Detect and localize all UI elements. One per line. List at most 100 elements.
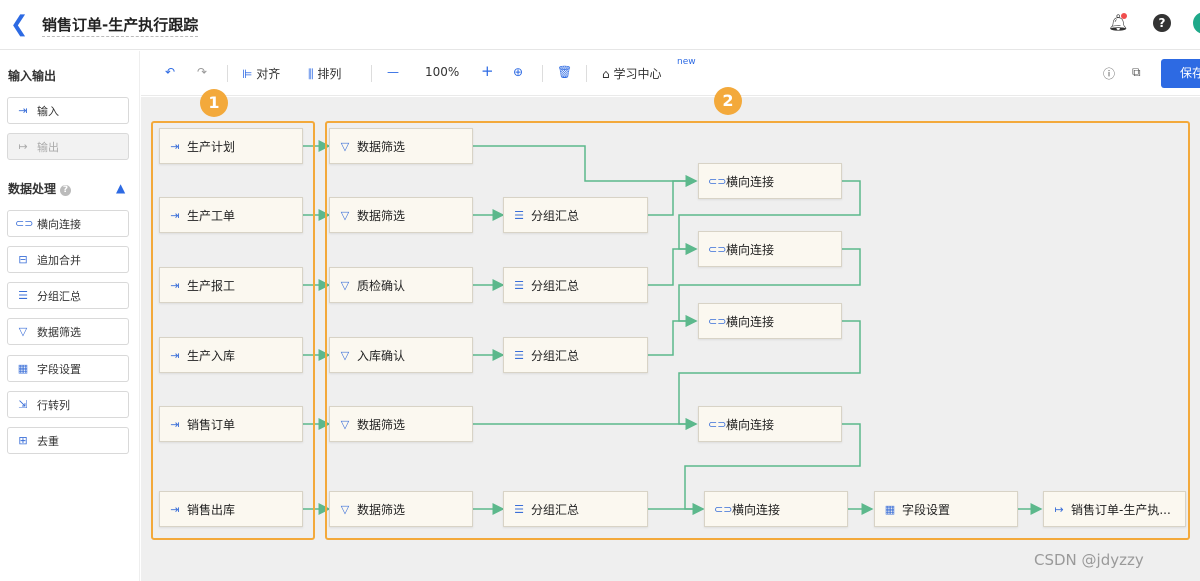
node-label: 数据筛选 (357, 208, 406, 223)
list-icon: ☰ (18, 289, 28, 302)
node-label: 分组汇总 (531, 278, 580, 293)
help-icon[interactable]: ? (1153, 14, 1171, 32)
toolbar-divider (586, 65, 587, 82)
undo-icon[interactable]: ↶ (165, 65, 176, 79)
sidebar-item-fields[interactable]: ▦ 字段设置 (7, 355, 129, 382)
node-input-sales-outbound[interactable]: ⇥销售出库 (159, 491, 303, 527)
input-icon: ⇥ (170, 208, 180, 222)
link-icon: ⊂⊃ (708, 314, 727, 328)
sidebar-item-label: 数据筛选 (37, 325, 81, 339)
node-join-3[interactable]: ⊂⊃横向连接 (698, 303, 842, 339)
node-filter-1[interactable]: ▽数据筛选 (329, 128, 473, 164)
node-group-summary-1[interactable]: ☰分组汇总 (503, 197, 648, 233)
node-field-settings[interactable]: ▦字段设置 (874, 491, 1018, 527)
node-label: 销售订单-生产执... (1071, 502, 1171, 517)
node-join-4[interactable]: ⊂⊃横向连接 (698, 406, 842, 442)
delete-icon[interactable]: 🗑︎ (557, 65, 573, 79)
filter-icon: ▽ (18, 325, 28, 338)
arrange-button[interactable]: ⫼ 排列 (308, 65, 341, 82)
processing-title-text: 数据处理 (8, 182, 57, 196)
toolbar-divider (542, 65, 543, 82)
node-label: 数据筛选 (357, 502, 406, 517)
notification-dot (1121, 13, 1127, 19)
sidebar-item-label: 输出 (37, 140, 59, 154)
node-join-5[interactable]: ⊂⊃横向连接 (704, 491, 848, 527)
filter-icon: ▽ (340, 417, 350, 431)
input-icon: ⇥ (170, 417, 180, 431)
sidebar-item-append[interactable]: ⊟ 追加合并 (7, 246, 129, 273)
flow-canvas[interactable]: 1 2 ⇥生产计划 ⇥生产工单 ⇥生产报工 ⇥生产入库 ⇥销售订单 ⇥销售出库 … (141, 87, 1200, 581)
filter-icon: ▽ (340, 278, 350, 292)
node-input-sales-order[interactable]: ⇥销售订单 (159, 406, 303, 442)
sidebar-item-label: 输入 (37, 104, 59, 118)
link-line (473, 145, 698, 187)
arrange-icon: ⫼ (308, 67, 314, 81)
node-filter-6[interactable]: ▽数据筛选 (329, 491, 473, 527)
align-button[interactable]: ⊫ 对齐 (242, 65, 280, 82)
node-join-2[interactable]: ⊂⊃横向连接 (698, 231, 842, 267)
input-icon: ⇥ (170, 278, 180, 292)
sidebar-item-label: 去重 (37, 434, 59, 448)
node-label: 分组汇总 (531, 502, 580, 517)
node-label: 横向连接 (726, 242, 775, 257)
filter-icon: ▽ (340, 348, 350, 362)
help-icon[interactable]: ? (60, 185, 72, 196)
list-icon: ☰ (514, 278, 524, 292)
node-filter-2[interactable]: ▽数据筛选 (329, 197, 473, 233)
avatar[interactable] (1193, 12, 1200, 34)
node-output[interactable]: ↦销售订单-生产执... (1043, 491, 1186, 527)
list-icon: ☰ (514, 502, 524, 516)
sidebar: 输入输出 ⇥ 输入 ↦ 输出 数据处理? ▲ ⊂⊃ 横向连接 ⊟ 追加合并 ☰ … (0, 51, 140, 581)
sidebar-item-filter[interactable]: ▽ 数据筛选 (7, 318, 129, 345)
toolbar-divider (227, 65, 228, 82)
node-label: 数据筛选 (357, 139, 406, 154)
input-icon: ⇥ (170, 502, 180, 516)
node-filter-5[interactable]: ▽ 数据筛选 (329, 406, 473, 442)
sidebar-item-dedupe[interactable]: ⊞ 去重 (7, 427, 129, 454)
node-label: 分组汇总 (531, 348, 580, 363)
redo-icon[interactable]: ↷ (197, 65, 208, 79)
dedupe-icon: ⊞ (18, 434, 28, 447)
zoom-out-icon[interactable]: — (387, 65, 399, 79)
sidebar-item-join[interactable]: ⊂⊃ 横向连接 (7, 210, 129, 237)
info-icon[interactable]: ⓘ (1103, 67, 1116, 81)
node-group-summary-2[interactable]: ☰ 分组汇总 (503, 267, 648, 303)
back-icon[interactable]: ❮ (10, 12, 29, 37)
node-input-stock-in[interactable]: ⇥生产入库 (159, 337, 303, 373)
learning-center-button[interactable]: ⌂ 学习中心 (602, 65, 661, 82)
node-label: 质检确认 (357, 278, 406, 293)
node-label: 横向连接 (726, 314, 775, 329)
toolbar-divider (371, 65, 372, 82)
link-icon: ⊂⊃ (708, 174, 727, 188)
link-line (648, 243, 698, 286)
fit-center-icon[interactable]: ⊕ (513, 65, 524, 79)
sidebar-item-pivot[interactable]: ⇲ 行转列 (7, 391, 129, 418)
sidebar-item-output: ↦ 输出 (7, 133, 129, 160)
processing-section-title: 数据处理? (8, 180, 72, 197)
sidebar-item-group[interactable]: ☰ 分组汇总 (7, 282, 129, 309)
node-filter-qc[interactable]: ▽ 质检确认 (329, 267, 473, 303)
list-icon: ☰ (514, 348, 524, 362)
node-input-production-report[interactable]: ⇥ 生产报工 (159, 267, 303, 303)
node-label: 横向连接 (732, 502, 781, 517)
preview-icon[interactable]: ⧉ (1132, 65, 1141, 79)
graduation-cap-icon: ⌂ (602, 67, 610, 81)
zoom-in-icon[interactable]: + (481, 62, 494, 80)
link-line (648, 315, 698, 356)
warning-icon[interactable]: ▲ (116, 181, 126, 195)
node-input-work-order[interactable]: ⇥生产工单 (159, 197, 303, 233)
sidebar-item-input[interactable]: ⇥ 输入 (7, 97, 129, 124)
node-group-summary-3[interactable]: ☰ 分组汇总 (503, 337, 648, 373)
node-filter-stock-in[interactable]: ▽入库确认 (329, 337, 473, 373)
node-join-1[interactable]: ⊂⊃横向连接 (698, 163, 842, 199)
node-label: 数据筛选 (357, 417, 406, 432)
node-label: 生产报工 (187, 278, 236, 293)
append-merge-icon: ⊟ (18, 253, 28, 266)
node-group-summary-4[interactable]: ☰ 分组汇总 (503, 491, 648, 527)
page-title[interactable]: 销售订单-生产执行跟踪 (42, 14, 199, 37)
save-button[interactable]: 保存 (1161, 59, 1200, 88)
io-section-title: 输入输出 (8, 69, 57, 83)
node-input-production-plan[interactable]: ⇥生产计划 (159, 128, 303, 164)
output-icon: ↦ (18, 140, 28, 153)
process-group-frame (325, 121, 1190, 540)
